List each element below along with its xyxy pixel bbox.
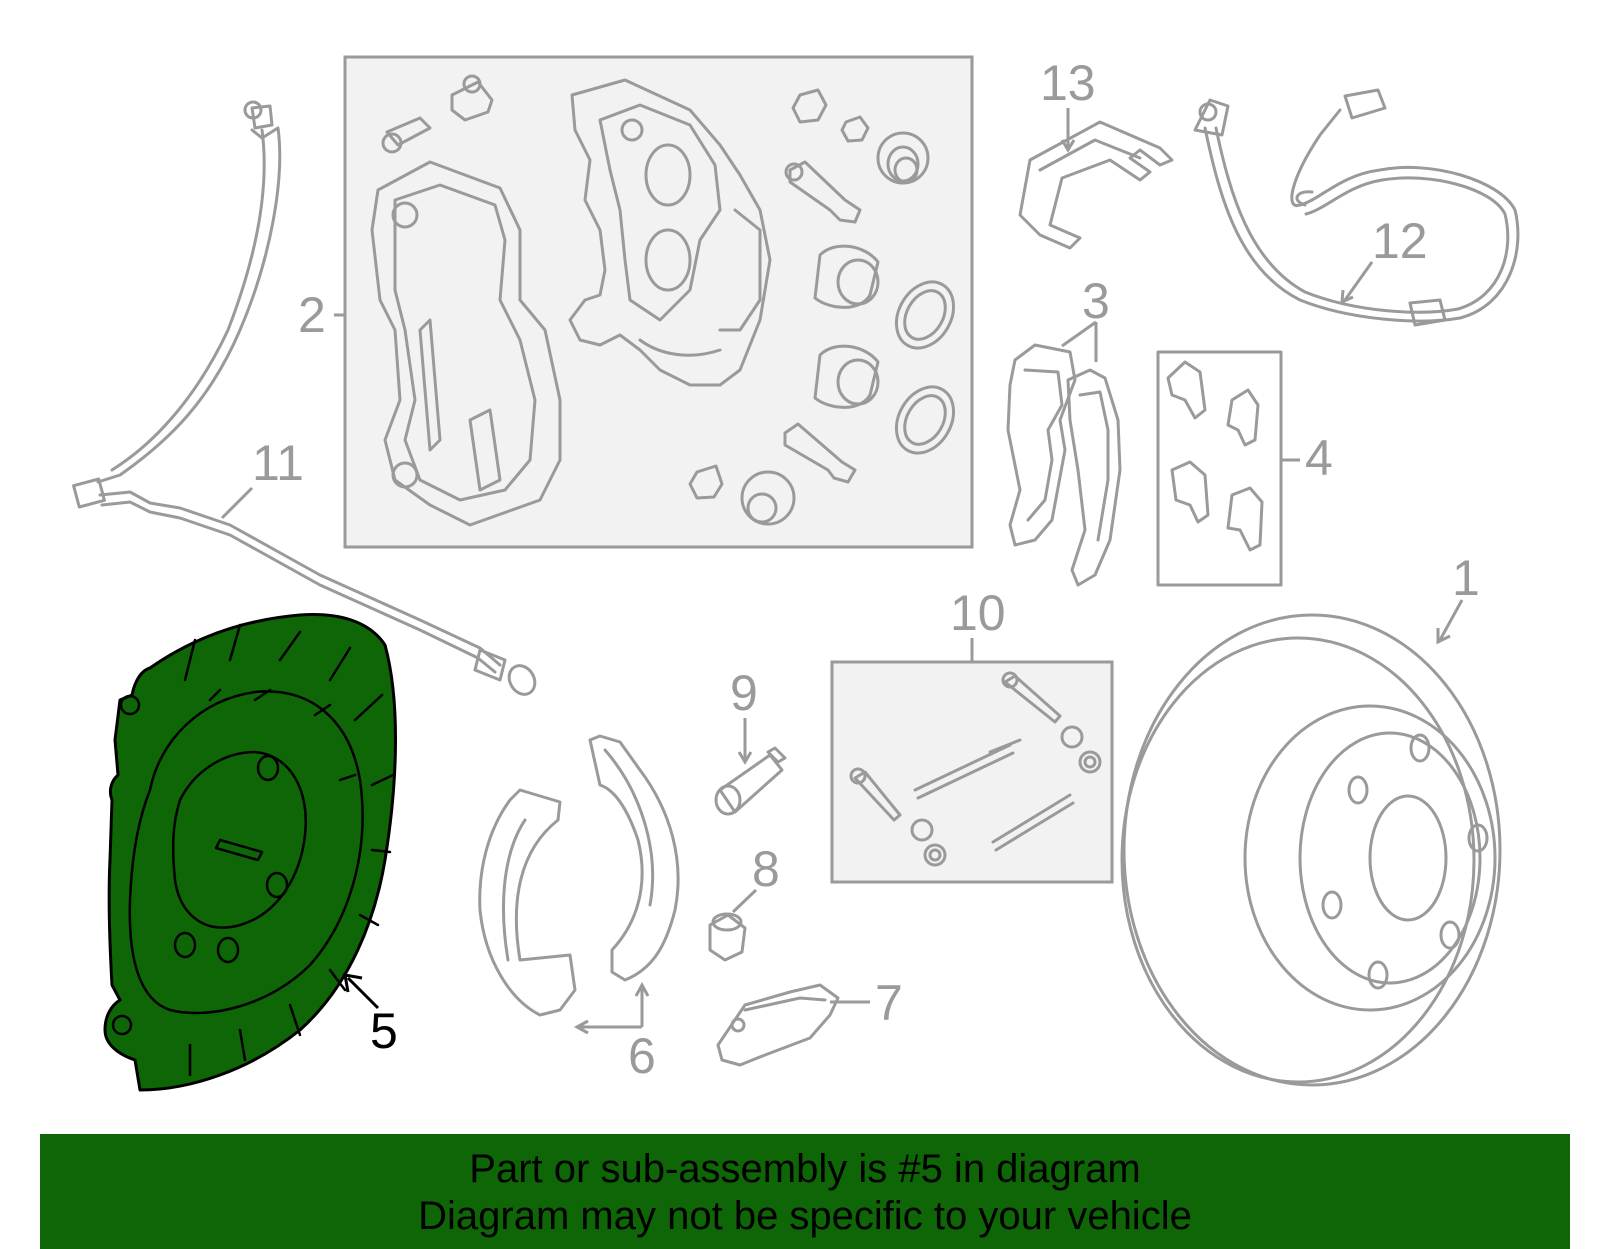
- callout-3: 3: [1082, 273, 1110, 329]
- callout-7: 7: [875, 975, 903, 1031]
- hardware-clips-box: [1156, 350, 1283, 587]
- exploded-parts-diagram: 2 11 13 12: [72, 55, 1520, 1092]
- part-2-caliper-assembly[interactable]: 2: [298, 74, 965, 527]
- callout-4: 4: [1305, 430, 1333, 486]
- callout-1: 1: [1452, 550, 1480, 606]
- part-4-pad-clips: 4: [1166, 360, 1333, 552]
- callout-13: 13: [1040, 55, 1096, 111]
- caliper-assembly-box: [343, 55, 974, 549]
- part-9-adjuster: 9: [714, 665, 787, 816]
- part-10-hardware-kit: 10: [849, 585, 1102, 867]
- banner-line-disclaimer: Diagram may not be specific to your vehi…: [418, 1194, 1192, 1238]
- part-12-wear-sensor: 12: [1193, 88, 1520, 327]
- callout-12: 12: [1372, 213, 1428, 269]
- part-7-bracket: 7: [716, 975, 903, 1067]
- part-notice-banner: Part or sub-assembly is #5 in diagram Di…: [40, 1134, 1570, 1249]
- part-5-dust-shield[interactable]: 5: [103, 612, 398, 1092]
- part-1-brake-rotor: 1: [1120, 550, 1502, 1087]
- part-11-brake-line: 11: [98, 435, 537, 696]
- callout-10: 10: [950, 585, 1006, 641]
- part-13-clip: 13: [1018, 55, 1174, 250]
- banner-line-part-number: Part or sub-assembly is #5 in diagram: [469, 1147, 1141, 1191]
- callout-5: 5: [370, 1003, 398, 1059]
- callout-9: 9: [730, 665, 758, 721]
- brake-hose-left: [72, 100, 282, 509]
- callout-2: 2: [298, 287, 326, 343]
- callout-8: 8: [752, 841, 780, 897]
- part-8-nut: 8: [708, 841, 780, 962]
- callout-6: 6: [628, 1028, 656, 1084]
- part-6-parking-brake-shoes: 6: [478, 734, 680, 1084]
- part-3-brake-pads: 3: [1006, 273, 1122, 587]
- callout-11: 11: [252, 435, 304, 491]
